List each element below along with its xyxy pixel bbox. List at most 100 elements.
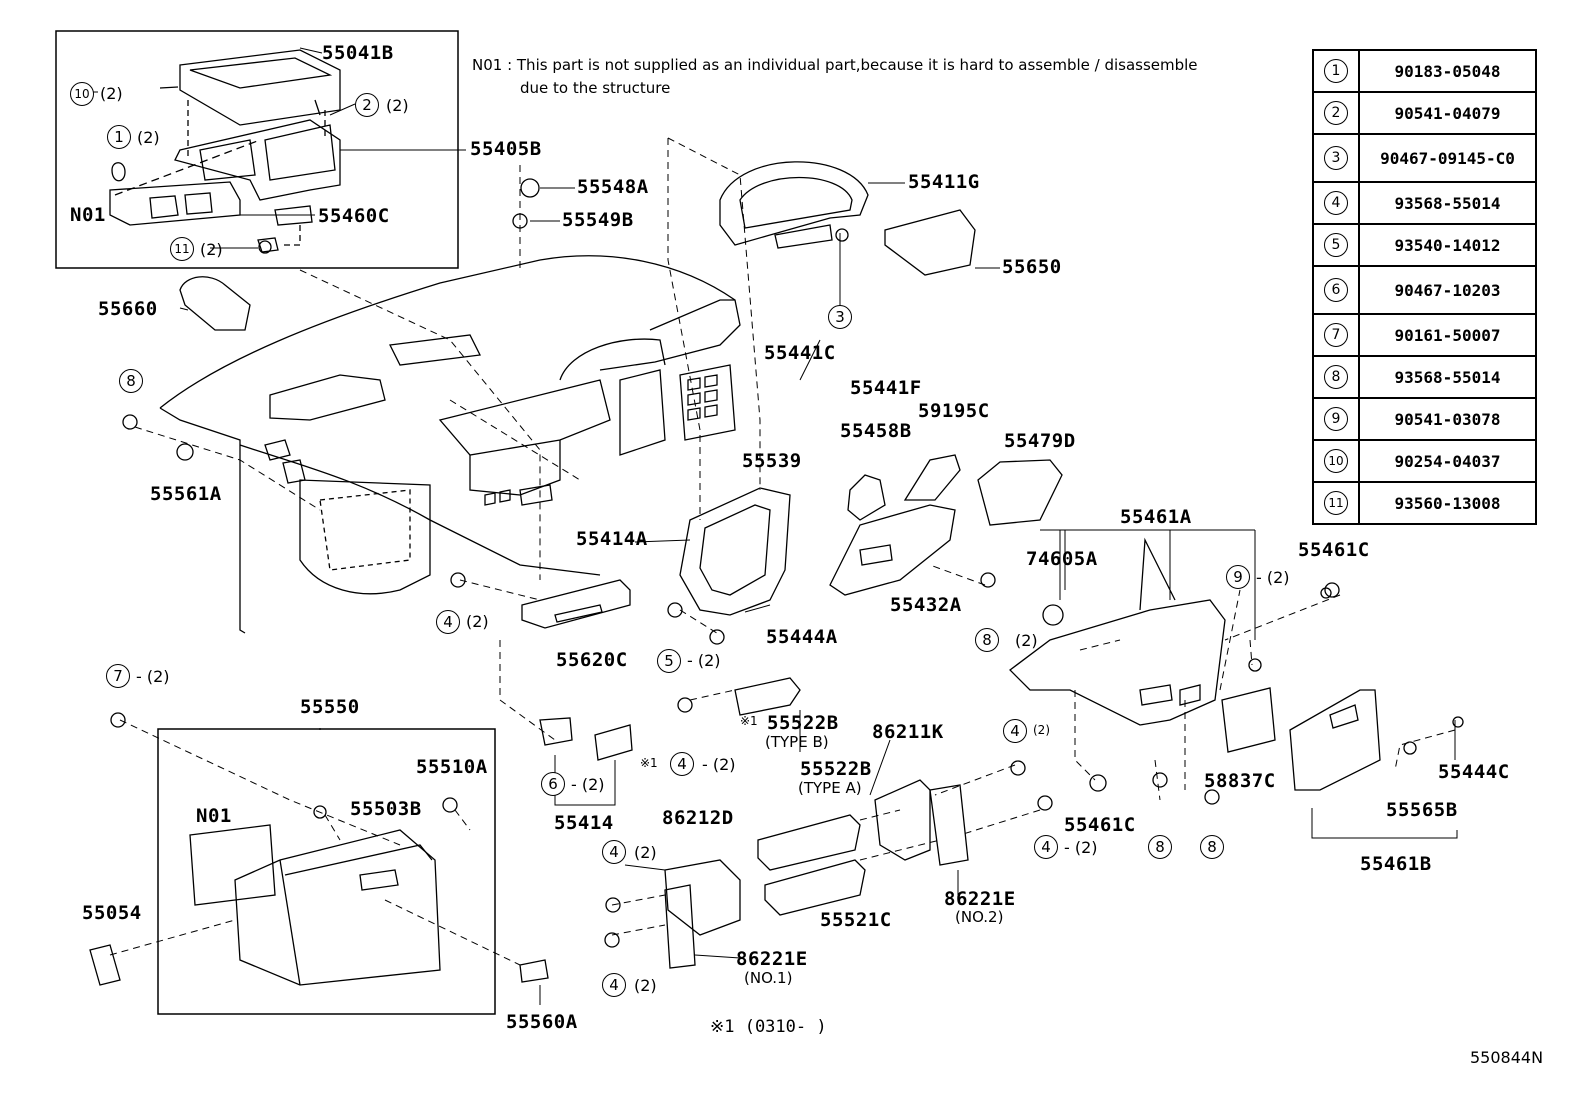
cup-55522B-a [757,814,861,871]
part-label-55054: 55054 [82,902,142,924]
clip-55458B [847,474,886,521]
vent-55660 [179,276,251,331]
note-line-2: due to the structure [520,79,671,97]
ref-circle-4: 4 [1034,835,1058,859]
sublabel-type-b: (TYPE B) [765,733,829,751]
ref-circle: 9 [1324,407,1348,431]
part-label-55550: 55550 [300,696,360,718]
dashed-lines [109,137,1456,966]
part-label-N01-glovebox: N01 [196,805,232,827]
part-label-55041B: 55041B [322,42,394,64]
part-label-55414A: 55414A [576,528,648,550]
part-label-55522B-typeB: 55522B [767,712,839,734]
footnote-mark: ※1 [740,714,758,728]
part-label-55441C: 55441C [764,342,836,364]
part-label-55539: 55539 [742,450,802,472]
ref-circle: 5 [1324,233,1348,257]
stopper-55560A [519,959,549,983]
note-n01: N01 : This part is not supplied as an in… [472,54,1198,100]
part-label-55461C-top: 55461C [1298,539,1370,561]
qty-label: (2) [200,240,223,259]
ref-circle-4: 4 [670,752,694,776]
part-label-58837C: 58837C [1204,770,1276,792]
panel-N01 [189,824,276,906]
panel-55432A [829,504,956,596]
part-label-55620C: 55620C [556,649,628,671]
sublabel-no2: (NO.2) [955,908,1004,926]
part-number: 90541-04079 [1358,91,1537,135]
qty-label: (2) [634,976,657,995]
table-row: 4 93568-55014 [1312,181,1537,225]
part-label-N01-top: N01 [70,204,106,226]
cluster-55414A [679,487,791,616]
part-label-55444A: 55444A [766,626,838,648]
leader-lines [75,47,1458,1005]
ref-circle: 6 [1324,278,1348,302]
ref-circle-8: 8 [975,628,999,652]
ref-circle-4: 4 [1003,719,1027,743]
footnote: ※1 (0310- ) [710,1017,827,1037]
part-label-55503B: 55503B [350,798,422,820]
part-number: 93568-55014 [1358,181,1537,225]
part-label-55461A: 55461A [1120,506,1192,528]
part-label-55565B: 55565B [1386,799,1458,821]
ref-circle: 10 [1324,449,1348,473]
ref-circle-2: 2 [355,93,379,117]
qty-label: (2) [386,96,409,115]
ref-circle: 4 [1324,191,1348,215]
qty-label: (2) [1015,631,1038,650]
qty-label: (2) [100,84,123,103]
part-label-86211K: 86211K [872,721,944,743]
ref-circle: 11 [1324,491,1348,515]
ref-circle: 2 [1324,101,1348,125]
ref-circle-9: 9 [1226,565,1250,589]
qty-label: - (2) [702,755,736,774]
rail-86221E-1 [664,884,696,969]
damper-55054 [89,944,121,986]
qty-label: (2) [1033,723,1050,737]
garnish-55414 [539,717,633,761]
part-number: 93540-14012 [1358,223,1537,267]
ref-circle-4: 4 [602,973,626,997]
vent-55650 [884,209,976,276]
table-row: 9 90541-03078 [1312,397,1537,441]
part-label-55460C: 55460C [318,205,390,227]
part-label-55414: 55414 [554,812,614,834]
part-label-86221E-no1: 86221E [736,948,808,970]
part-label-55405B: 55405B [470,138,542,160]
part-label-55650: 55650 [1002,256,1062,278]
note-line-1: N01 : This part is not supplied as an in… [472,56,1198,74]
part-number: 90467-10203 [1358,265,1537,315]
ref-circle-1: 1 [107,125,131,149]
part-label-55411G: 55411G [908,171,980,193]
ref-circle: 3 [1324,146,1348,170]
fasteners [110,178,1464,948]
qty-label: - (2) [571,775,605,794]
qty-label: (2) [466,612,489,631]
ref-circle-6: 6 [541,772,565,796]
cover-58837C [1221,687,1276,753]
part-label-55560A: 55560A [506,1011,578,1033]
qty-label: - (2) [687,651,721,670]
part-label-55548A: 55548A [577,176,649,198]
ref-circle-8: 8 [1148,835,1172,859]
part-label-55522B-typeA: 55522B [800,758,872,780]
part-number: 90541-03078 [1358,397,1537,441]
ref-circle-3: 3 [828,305,852,329]
cover-59195C [903,454,961,501]
part-label-55561A: 55561A [150,483,222,505]
radio-55620C [521,579,631,629]
rail-86221E-2 [929,784,969,866]
qty-label: - (2) [1256,568,1290,587]
ref-circle-11: 11 [170,237,194,261]
table-row: 6 90467-10203 [1312,265,1537,315]
bracket-86211K [874,779,931,861]
part-number: 90183-05048 [1358,49,1537,93]
part-label-74605A: 74605A [1026,548,1098,570]
